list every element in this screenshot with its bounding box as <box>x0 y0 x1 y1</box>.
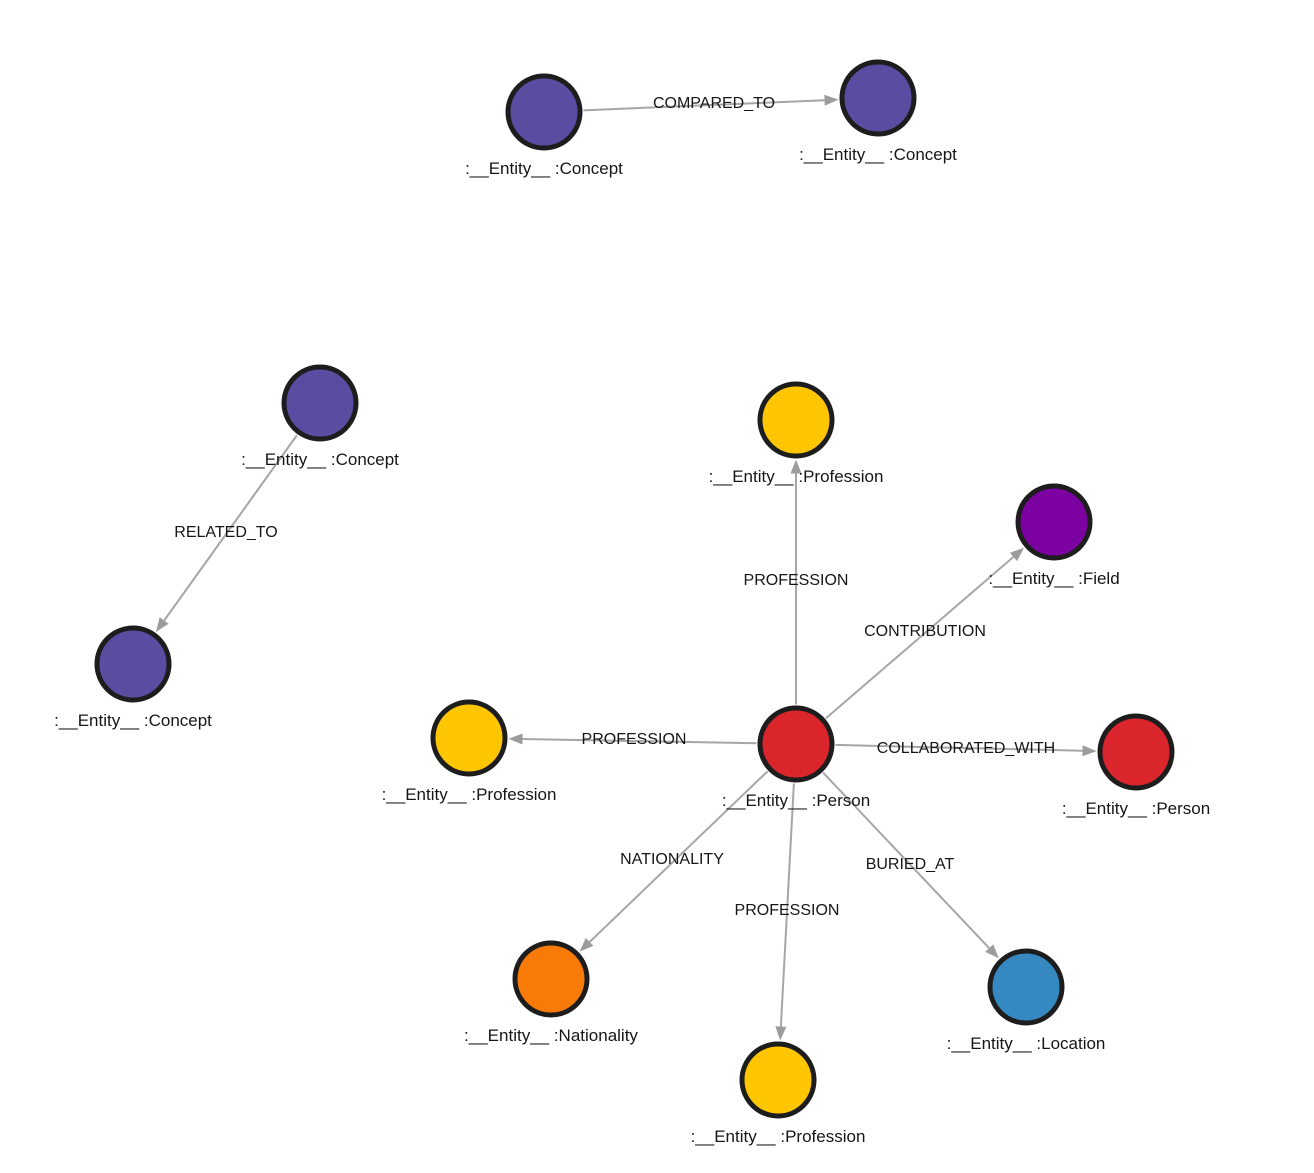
arrowhead-icon <box>1082 745 1097 757</box>
node-field[interactable] <box>1015 483 1093 561</box>
edge-line-profession[interactable] <box>779 783 795 1027</box>
node-label-concept-top-right: :__Entity__ :Concept <box>799 145 957 164</box>
node-person-center[interactable] <box>757 705 835 783</box>
arrowhead-icon <box>156 617 169 632</box>
edge-line-related_to[interactable] <box>163 434 298 622</box>
edge-label-collaborated_with[interactable]: COLLABORATED_WITH <box>877 740 1055 757</box>
edge-line-profession[interactable] <box>522 737 757 745</box>
node-label-profession-bottom: :__Entity__ :Profession <box>691 1127 866 1146</box>
edge-label-buried_at[interactable]: BURIED_AT <box>866 856 955 873</box>
edge-label-contribution[interactable]: CONTRIBUTION <box>864 623 986 640</box>
node-nationality[interactable] <box>512 940 590 1018</box>
edge-line-compared_to[interactable] <box>583 99 825 112</box>
arrowhead-icon <box>775 1026 787 1041</box>
node-concept-mid-upper[interactable] <box>281 364 359 442</box>
node-label-person-center: :__Entity__ :Person <box>722 791 870 810</box>
node-concept-top-left[interactable] <box>505 73 583 151</box>
edge-label-related_to[interactable]: RELATED_TO <box>174 524 277 541</box>
edge-line-contribution[interactable] <box>825 556 1015 719</box>
node-profession-bottom[interactable] <box>739 1041 817 1119</box>
node-profession-top[interactable] <box>757 381 835 459</box>
node-label-profession-left: :__Entity__ :Profession <box>382 785 557 804</box>
edge-label-compared_to[interactable]: COMPARED_TO <box>653 95 775 112</box>
node-label-profession-top: :__Entity__ :Profession <box>709 467 884 486</box>
node-label-person-right: :__Entity__ :Person <box>1062 799 1210 818</box>
edge-label-profession[interactable]: PROFESSION <box>582 731 687 748</box>
arrowhead-icon <box>790 459 802 474</box>
edge-labels-layer: COMPARED_TO RELATED_TO PROFESSION CONTRIBUT… <box>174 95 1055 919</box>
edge-line-buried_at[interactable] <box>822 772 990 949</box>
node-label-concept-mid-upper: :__Entity__ :Concept <box>241 450 399 469</box>
node-label-field: :__Entity__ :Field <box>988 569 1119 588</box>
node-concept-mid-lower[interactable] <box>94 625 172 703</box>
node-location[interactable] <box>987 948 1065 1026</box>
nodes-layer <box>94 59 1175 1119</box>
arrowhead-icon <box>579 937 594 952</box>
arrowhead-icon <box>824 94 839 106</box>
edges-layer <box>156 94 1097 1041</box>
node-label-location: :__Entity__ :Location <box>947 1034 1106 1053</box>
node-person-right[interactable] <box>1097 713 1175 791</box>
node-profession-left[interactable] <box>430 699 508 777</box>
edge-label-profession[interactable]: PROFESSION <box>744 572 849 589</box>
edge-line-collaborated_with[interactable] <box>835 743 1083 752</box>
edge-label-profession[interactable]: PROFESSION <box>735 902 840 919</box>
node-labels-layer: :__Entity__ :Concept :__Entity__ :Concept… <box>54 145 1210 1146</box>
node-label-concept-mid-lower: :__Entity__ :Concept <box>54 711 212 730</box>
edge-label-nationality[interactable]: NATIONALITY <box>620 851 724 868</box>
node-concept-top-right[interactable] <box>839 59 917 137</box>
edge-line-nationality[interactable] <box>588 770 769 943</box>
arrowhead-icon <box>508 733 523 745</box>
arrowhead-icon <box>1009 547 1025 562</box>
node-label-concept-top-left: :__Entity__ :Concept <box>465 159 623 178</box>
arrowhead-icon <box>985 944 999 959</box>
node-label-nationality: :__Entity__ :Nationality <box>464 1026 638 1045</box>
